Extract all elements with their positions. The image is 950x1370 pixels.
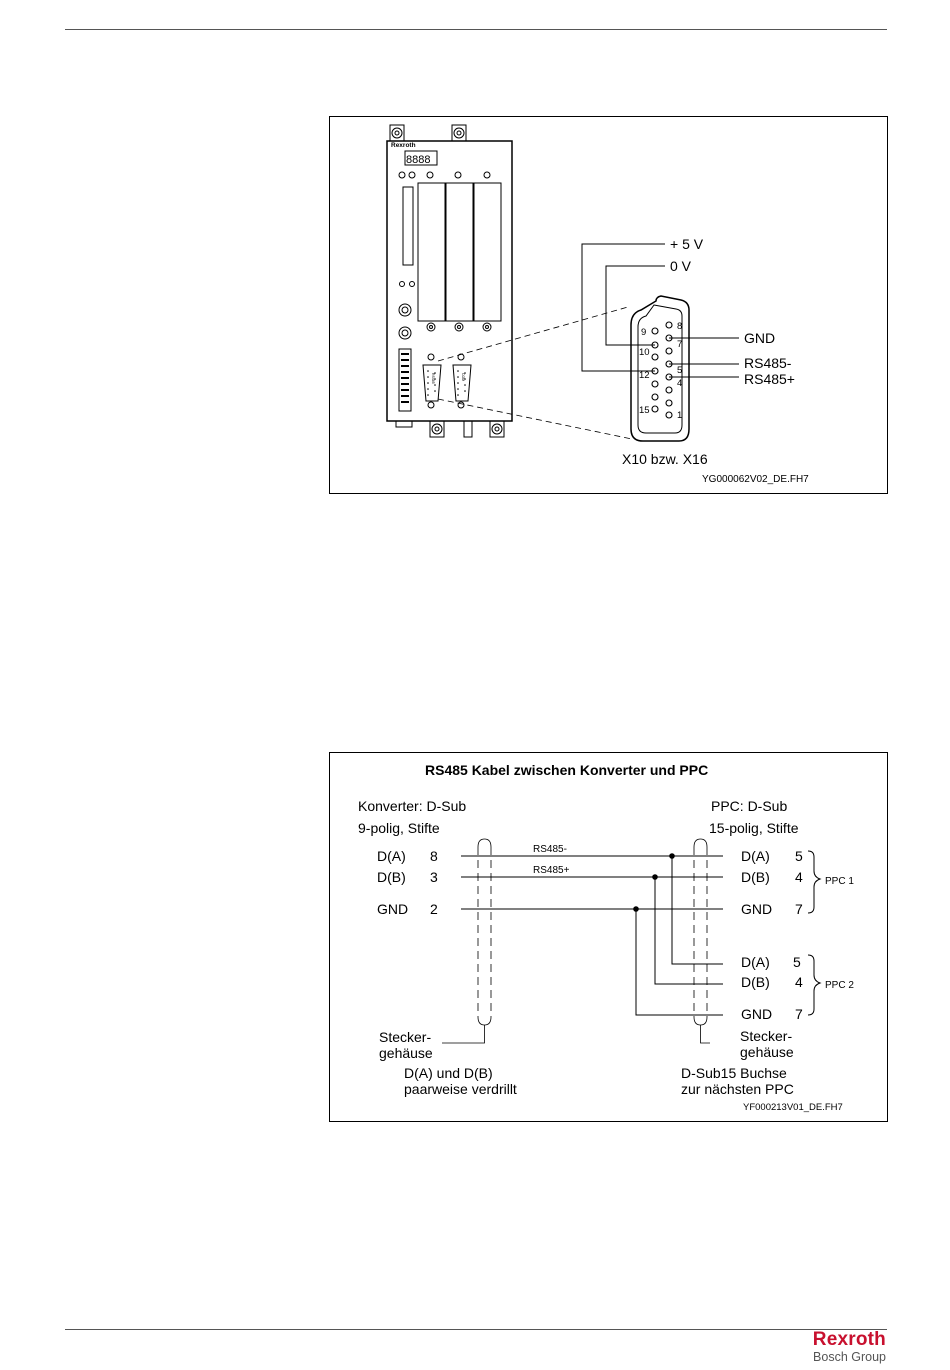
ppc2-pin: 4 bbox=[795, 974, 803, 990]
brand-name: Rexroth bbox=[812, 1329, 886, 1350]
footer-rule bbox=[65, 1329, 887, 1330]
ppc2-signal: D(A) bbox=[741, 954, 770, 970]
pin-number: 12 bbox=[639, 370, 650, 381]
device-housing bbox=[386, 140, 513, 422]
converter-signal: GND bbox=[377, 901, 408, 917]
rs485-plus-label: RS485+ bbox=[744, 371, 795, 387]
figure-title: RS485 Kabel zwischen Konverter und PPC bbox=[425, 762, 708, 778]
pin-number: 9 bbox=[641, 327, 646, 338]
pin-number: 5 bbox=[677, 365, 682, 376]
converter-subheading: 9-polig, Stifte bbox=[358, 820, 440, 836]
ppc-subheading: 15-polig, Stifte bbox=[709, 820, 799, 836]
connector-name-label: X10 bzw. X16 bbox=[622, 451, 708, 467]
brace-icon bbox=[807, 850, 822, 914]
pin-number: 1 bbox=[677, 410, 682, 421]
brace-icon bbox=[807, 954, 822, 1016]
twist-note: paarweise verdrillt bbox=[404, 1081, 517, 1097]
ppc2-signal: GND bbox=[741, 1006, 772, 1022]
converter-pin: 8 bbox=[430, 848, 438, 864]
seven-segment-display: 8888 bbox=[406, 154, 430, 166]
twist-note: D(A) und D(B) bbox=[404, 1065, 493, 1081]
file-reference: YG000062V02_DE.FH7 bbox=[702, 474, 809, 485]
left-housing-label: Stecker- bbox=[379, 1029, 431, 1045]
device-brand-label: Rexroth bbox=[391, 142, 416, 149]
converter-signal: D(B) bbox=[377, 869, 406, 885]
rexroth-logo: Rexroth Bosch Group bbox=[812, 1329, 886, 1365]
file-reference: YF000213V01_DE.FH7 bbox=[743, 1102, 843, 1113]
brand-group: Bosch Group bbox=[813, 1350, 886, 1364]
converter-signal: D(A) bbox=[377, 848, 406, 864]
rs485-cable-figure: RS485 Kabel zwischen Konverter und PPC K… bbox=[329, 752, 888, 1122]
header-rule bbox=[65, 29, 887, 30]
right-housing-label: gehäuse bbox=[740, 1044, 794, 1060]
rs485-cable-drawing: RS485 Kabel zwischen Konverter und PPC K… bbox=[358, 762, 854, 1113]
left-housing-label: gehäuse bbox=[379, 1045, 433, 1061]
right-housing-label: Stecker- bbox=[740, 1028, 792, 1044]
ppc2-pin: 5 bbox=[793, 954, 801, 970]
mounting-screw-icon bbox=[429, 420, 445, 438]
gnd-label: GND bbox=[744, 330, 775, 346]
pin-number: 8 bbox=[677, 321, 682, 332]
socket-note: zur nächsten PPC bbox=[681, 1081, 794, 1097]
supply-0v-label: 0 V bbox=[670, 258, 692, 274]
wire-label: RS485+ bbox=[533, 865, 570, 876]
pin-number: 4 bbox=[677, 378, 682, 389]
mounting-screw-icon bbox=[489, 420, 505, 438]
ppc1-signal: D(B) bbox=[741, 869, 770, 885]
mounting-screw-icon bbox=[389, 124, 405, 142]
connector-pinout-figure: Rexroth 8888 RS485 COM bbox=[329, 116, 888, 494]
port-label-rs485: RS485 bbox=[431, 373, 435, 384]
rs485-minus-label: RS485- bbox=[744, 355, 792, 371]
ppc2-signal: D(B) bbox=[741, 974, 770, 990]
mounting-screw-icon bbox=[451, 124, 467, 142]
pin-number: 10 bbox=[639, 347, 650, 358]
converter-heading: Konverter: D-Sub bbox=[358, 798, 466, 814]
converter-pin: 2 bbox=[430, 901, 438, 917]
ppc1-pin: 4 bbox=[795, 869, 803, 885]
pin-number: 7 bbox=[677, 339, 682, 350]
converter-pin: 3 bbox=[430, 869, 438, 885]
supply-5v-label: + 5 V bbox=[670, 236, 704, 252]
ppc1-label: PPC 1 bbox=[825, 876, 854, 887]
connector-pinout-drawing: Rexroth 8888 RS485 COM bbox=[386, 124, 809, 485]
port-label-com: COM bbox=[461, 373, 465, 381]
ppc1-signal: GND bbox=[741, 901, 772, 917]
ppc1-signal: D(A) bbox=[741, 848, 770, 864]
socket-note: D-Sub15 Buchse bbox=[681, 1065, 787, 1081]
ppc1-pin: 5 bbox=[795, 848, 803, 864]
dsub15-connector-shell bbox=[630, 295, 690, 442]
ppc1-pin: 7 bbox=[795, 901, 803, 917]
ppc2-label: PPC 2 bbox=[825, 980, 854, 991]
pin-number: 15 bbox=[639, 405, 650, 416]
wire-label: RS485- bbox=[533, 844, 567, 855]
ppc-heading: PPC: D-Sub bbox=[711, 798, 787, 814]
ppc2-pin: 7 bbox=[795, 1006, 803, 1022]
